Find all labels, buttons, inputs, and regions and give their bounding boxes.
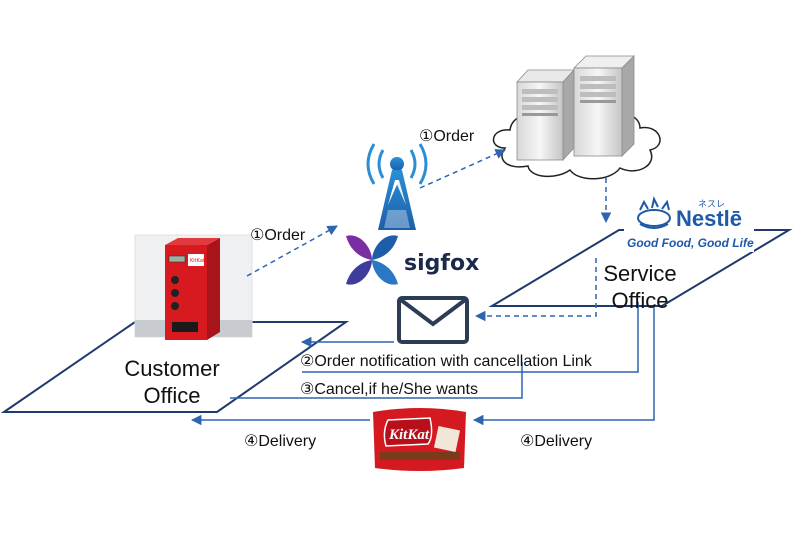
vending-machine-image: KitKat	[134, 234, 253, 340]
arrow-delivery-to-kitkat	[472, 306, 655, 426]
service-office-line1: Service	[603, 261, 677, 286]
svg-text:KitKat: KitKat	[190, 258, 205, 264]
label-order-sigfox-to-cloud: ①Order	[419, 128, 475, 145]
label-notification: ②Order notification with cancellation Li…	[300, 353, 592, 370]
label-order-customer-to-sigfox: ①Order	[250, 227, 306, 244]
sigfox-wordmark: sigfox	[404, 251, 479, 276]
antenna-icon	[366, 143, 428, 230]
label-delivery-left: ④Delivery	[244, 433, 317, 450]
arrow-order-customer-to-sigfox	[246, 225, 338, 277]
server-icon	[516, 55, 635, 162]
nestle-logo: ネスレ Nestlē Good Food, Good Life	[624, 196, 754, 252]
customer-office-label: Customer Office	[112, 355, 232, 409]
kitkat-package-image: KitKat	[373, 408, 466, 471]
arrow-cancel-to-service	[230, 362, 523, 399]
customer-office-line1: Customer	[124, 356, 220, 381]
sigfox-logo: sigfox	[346, 235, 479, 285]
arrow-notification-continuation	[302, 302, 639, 373]
label-delivery-right: ④Delivery	[520, 433, 593, 450]
arrow-notification-to-envelope	[474, 258, 597, 322]
arrow-order-sigfox-to-cloud	[419, 149, 506, 189]
service-office-line2: Office	[611, 288, 669, 313]
nestle-tagline: Good Food, Good Life	[627, 236, 754, 250]
envelope-icon	[397, 296, 469, 344]
kitkat-wordmark: KitKat	[388, 427, 430, 443]
customer-office-line2: Office	[143, 383, 201, 408]
customer-office-platform	[0, 321, 350, 413]
nestle-kana-text: ネスレ	[698, 199, 725, 210]
label-cancel: ③Cancel,if he/She wants	[300, 381, 478, 398]
nestle-wordmark: Nestlē	[676, 206, 742, 231]
nest-birds-icon	[637, 196, 671, 229]
service-office-label: Service Office	[580, 260, 700, 314]
